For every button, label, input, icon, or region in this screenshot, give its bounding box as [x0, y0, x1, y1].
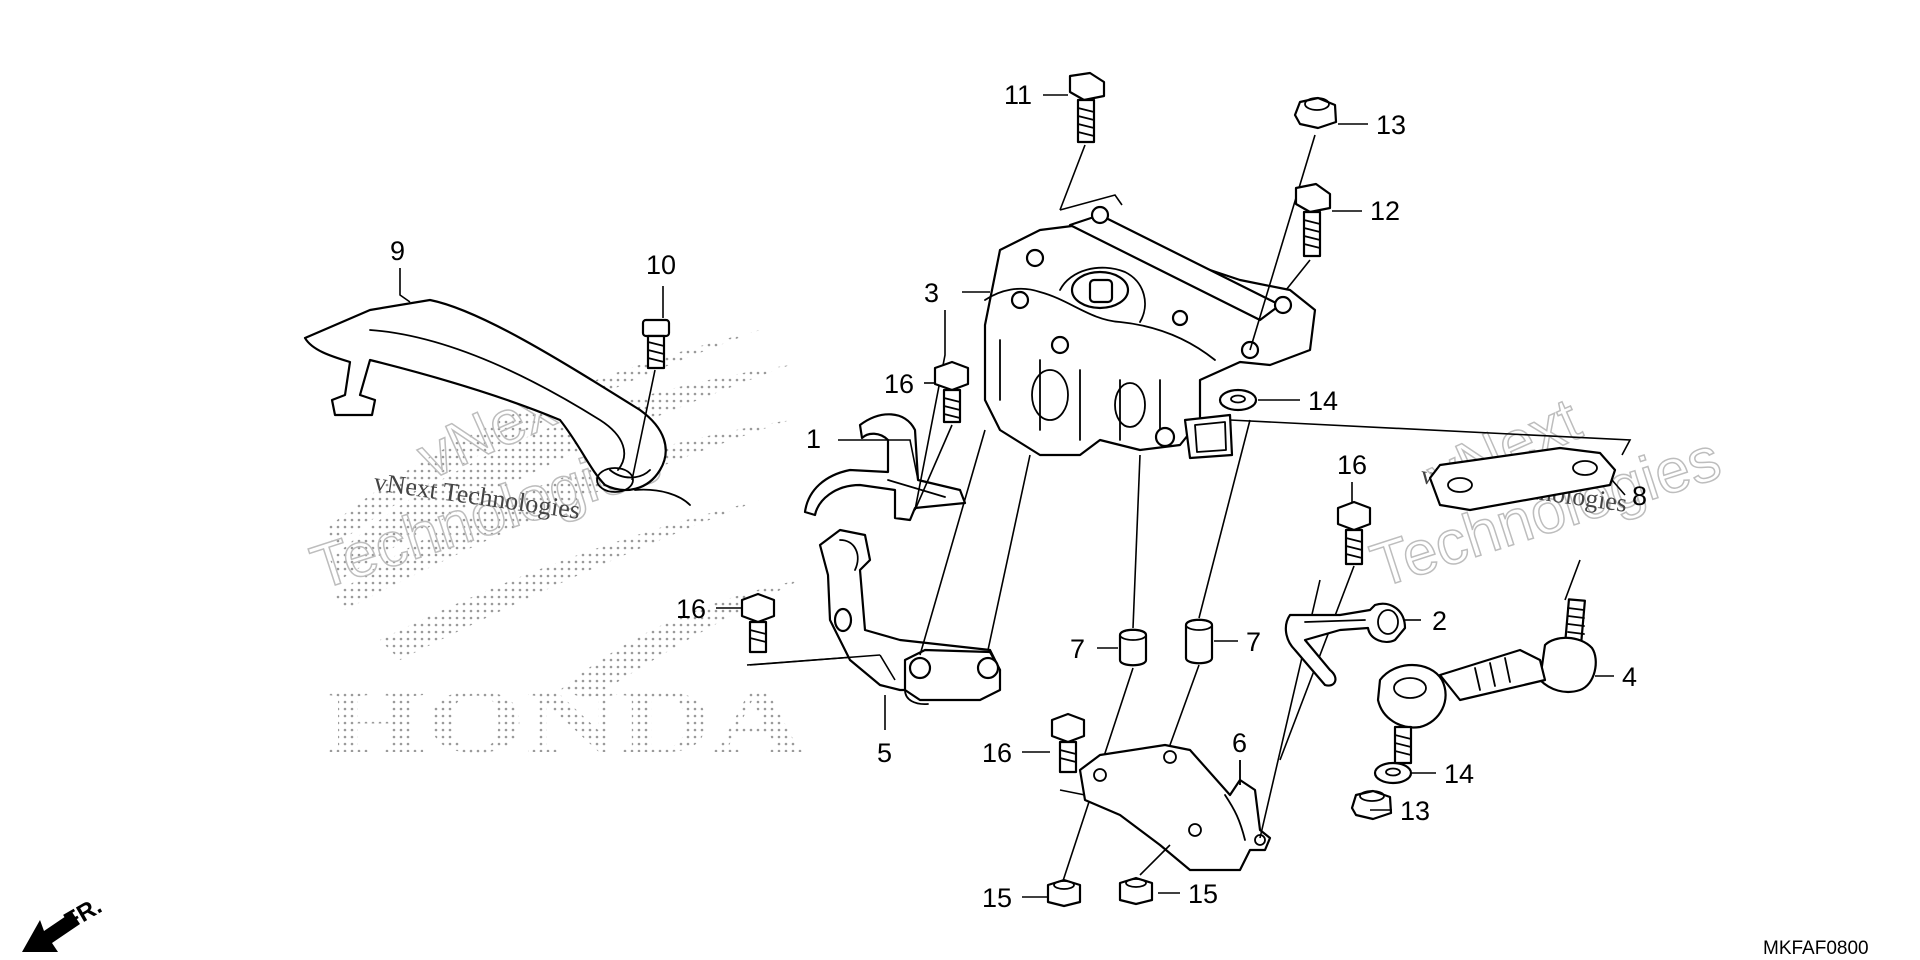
callout-13b: 13 — [1400, 796, 1430, 826]
callout-8: 8 — [1632, 481, 1647, 511]
part-15-nut-b — [1118, 844, 1171, 906]
part-13-nut-bottom — [1350, 789, 1393, 821]
callout-1: 1 — [806, 424, 821, 454]
callout-14a: 14 — [1308, 386, 1338, 416]
callout-5: 5 — [877, 738, 892, 768]
part-16-bolt-a — [914, 360, 970, 511]
part-7-collar-a — [1059, 454, 1148, 891]
part-15-nut-a — [1046, 878, 1082, 908]
callout-15a: 15 — [982, 883, 1012, 913]
callout-numbers: 1 2 3 4 5 6 7 7 8 9 10 11 12 13 13 14 14… — [390, 80, 1647, 913]
honda-watermark-text: HONDA — [325, 670, 805, 772]
front-direction-indicator: FR. — [22, 892, 106, 952]
callout-16d: 16 — [982, 738, 1012, 768]
part-8-plate — [1229, 419, 1632, 512]
callout-6: 6 — [1232, 728, 1247, 758]
part-11-bolt — [1059, 71, 1106, 211]
callout-2: 2 — [1432, 606, 1447, 636]
callout-11: 11 — [1004, 80, 1032, 110]
part-3-actuator-unit — [983, 194, 1317, 460]
front-arrow-icon — [22, 912, 80, 952]
part-14-washer-bottom — [1373, 761, 1413, 785]
callout-12: 12 — [1370, 196, 1400, 226]
callout-9: 9 — [390, 236, 405, 266]
callout-16a: 16 — [884, 369, 914, 399]
part-14-washer-top — [1218, 388, 1258, 412]
part-4-link-rod — [1376, 559, 1597, 765]
callout-7a: 7 — [1070, 634, 1085, 664]
part-5-bracket — [749, 429, 1031, 705]
callout-13a: 13 — [1376, 110, 1406, 140]
part-7-collar-b — [1169, 419, 1251, 746]
part-9-cover — [303, 298, 691, 506]
honda-wing-watermark: HONDA — [325, 330, 805, 772]
part-13-nut-top — [1249, 96, 1338, 351]
part-10-bolt — [631, 318, 671, 481]
callout-15b: 15 — [1188, 879, 1218, 909]
callout-10: 10 — [646, 250, 676, 280]
callout-16b: 16 — [676, 594, 706, 624]
callout-4: 4 — [1622, 662, 1637, 692]
callout-leaders — [399, 94, 1626, 898]
callout-16c: 16 — [1337, 450, 1367, 480]
callout-3: 3 — [924, 278, 939, 308]
drawing-code: MKFAF0800 — [1763, 938, 1869, 959]
part-2-clip — [1284, 602, 1407, 687]
part-12-bolt — [1285, 182, 1332, 291]
callout-7b: 7 — [1246, 627, 1261, 657]
part-1-wire-clip — [803, 310, 967, 522]
callout-14b: 14 — [1444, 759, 1474, 789]
